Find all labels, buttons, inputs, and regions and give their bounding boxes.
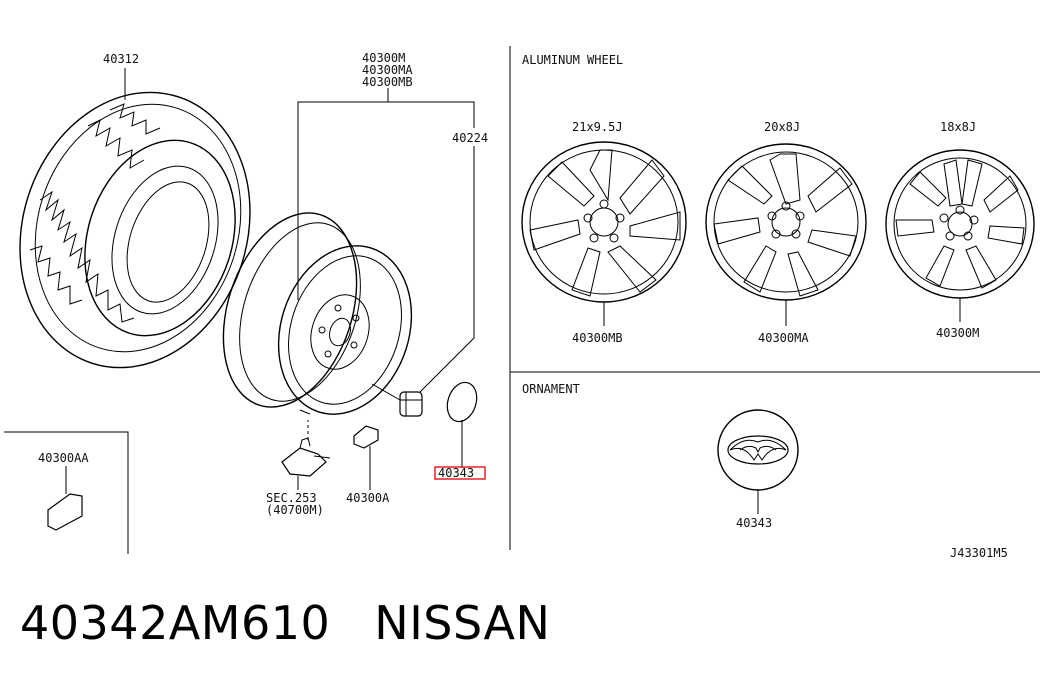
part-number: 40342AM610 [20,596,331,650]
ornament-part-label[interactable]: 40343 [736,516,772,530]
page-title: 40342AM610 NISSAN [20,596,594,650]
diagram-code: J43301M5 [950,546,1008,560]
brand-name: NISSAN [374,596,551,650]
weight-box-outline [4,431,129,554]
wheel-group-bracket [297,101,475,300]
alu-label-2[interactable]: 40300MA [758,331,809,345]
balance-weight-drawing[interactable] [353,425,379,449]
wheel-label-1[interactable]: 40300M [362,51,405,65]
sensor-sub-label[interactable]: (40700M) [266,503,324,517]
size-label-2: 20x8J [764,120,800,134]
tire-part-label[interactable]: 40312 [103,52,139,66]
steel-wheel-drawing[interactable] [200,196,432,432]
ornament-cap-drawing[interactable] [717,409,799,491]
size-label-3: 18x8J [940,120,976,134]
weight-part-label[interactable]: 40300A [346,491,390,505]
nut-axis-line [371,383,401,401]
wheel-label-3[interactable]: 40300MB [362,75,413,89]
alloy-wheel-2-drawing[interactable] [705,143,867,301]
adhesive-weight-drawing[interactable] [47,493,83,531]
alloy-wheel-1-drawing[interactable] [521,141,687,303]
center-cap-drawing[interactable] [443,379,482,426]
nut-leader [419,146,475,393]
tpms-sensor-drawing[interactable] [281,420,331,477]
alu-label-3[interactable]: 40300M [936,326,979,340]
ornament-heading: ORNAMENT [522,382,580,396]
highlight-box [434,466,486,480]
cap-part-label-highlighted[interactable]: 40343 [438,466,474,480]
alu-label-1[interactable]: 40300MB [572,331,623,345]
wheel-nut-drawing[interactable] [399,391,423,417]
wheel-label-2[interactable]: 40300MA [362,63,413,77]
aluminum-wheel-heading: ALUMINUM WHEEL [522,53,623,67]
sensor-label[interactable]: SEC.253 [266,491,317,505]
nut-part-label[interactable]: 40224 [452,131,488,145]
weight-box-label[interactable]: 40300AA [38,451,89,465]
size-label-1: 21x9.5J [572,120,623,134]
tire-drawing[interactable] [0,62,285,398]
alloy-wheel-3-drawing[interactable] [885,149,1035,299]
